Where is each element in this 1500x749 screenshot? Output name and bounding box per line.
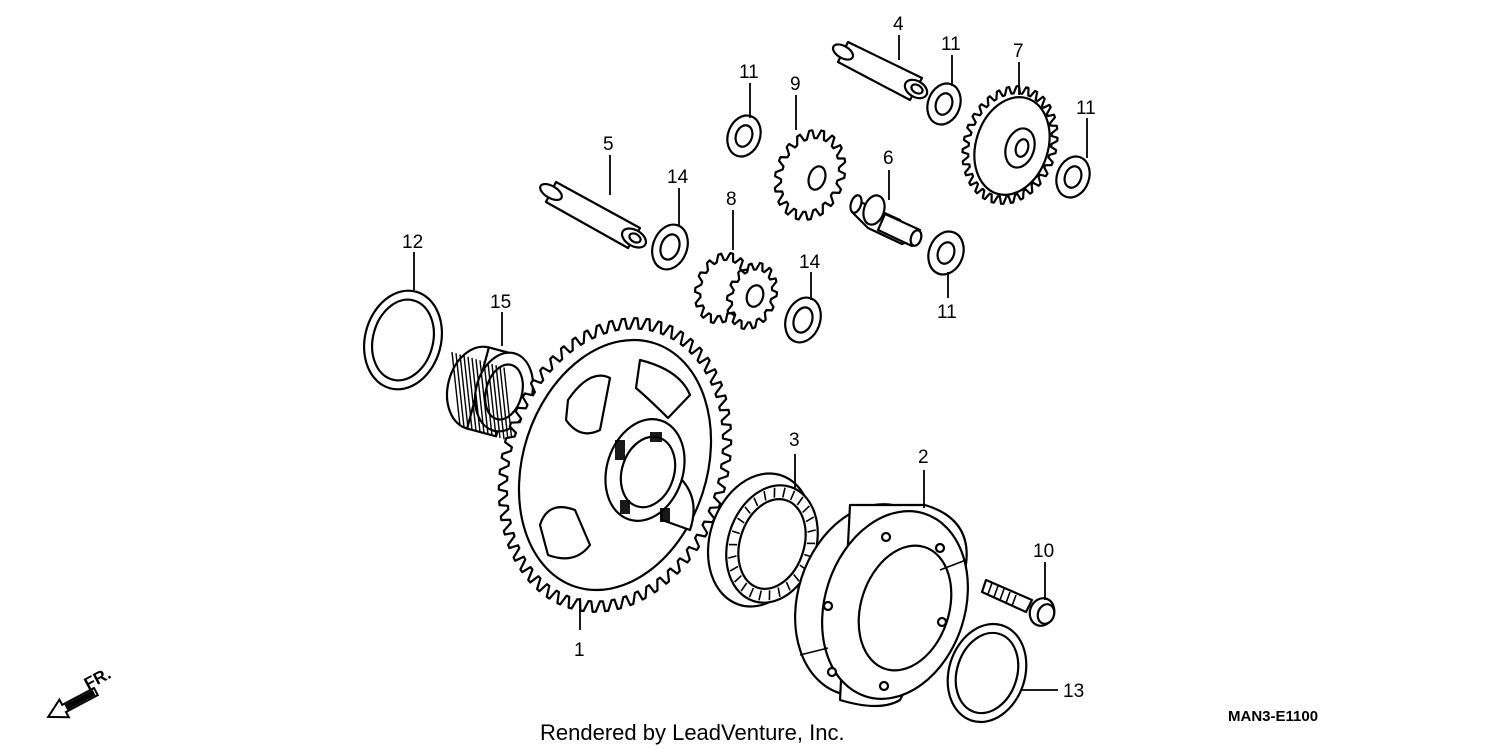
front-label: FR. xyxy=(81,664,114,694)
callout-14-upper: 14 xyxy=(667,167,689,188)
callouts: 1 2 3 4 5 6 7 8 9 10 11 11 11 11 12 13 1… xyxy=(402,14,1096,702)
callout-15: 15 xyxy=(490,292,511,313)
render-credit: Rendered by LeadVenture, Inc. xyxy=(540,720,845,745)
callout-7: 7 xyxy=(1013,41,1024,62)
callout-1: 1 xyxy=(574,640,585,661)
front-direction-indicator: FR. xyxy=(46,664,114,719)
washer-part-12[interactable] xyxy=(353,282,452,398)
washer-part-14-upper[interactable] xyxy=(646,220,694,275)
callout-4: 4 xyxy=(893,14,904,35)
callout-13: 13 xyxy=(1063,681,1084,702)
one-way-clutch-part-3[interactable] xyxy=(691,460,832,620)
driven-gear-part-1[interactable] xyxy=(488,315,742,615)
callout-12: 12 xyxy=(402,232,423,253)
callout-11-lower: 11 xyxy=(937,302,957,323)
idle-gear-part-9[interactable] xyxy=(773,129,847,221)
clutch-outer-part-2[interactable] xyxy=(771,485,991,718)
callout-8: 8 xyxy=(726,189,737,210)
diagram-code: MAN3-E1100 xyxy=(1228,708,1318,725)
front-arrow-icon xyxy=(46,686,100,719)
washer-part-11-upper[interactable] xyxy=(922,79,966,129)
leader-lines xyxy=(413,35,1088,691)
bolt-part-10[interactable] xyxy=(980,578,1058,629)
washer-part-13[interactable] xyxy=(935,614,1038,733)
shaft-part-4[interactable] xyxy=(830,40,930,102)
callout-10: 10 xyxy=(1033,541,1054,562)
washer-part-14-lower[interactable] xyxy=(779,293,827,348)
callout-11-right: 11 xyxy=(1076,98,1096,119)
idle-gear-part-8[interactable] xyxy=(693,252,779,331)
callout-11-upper: 11 xyxy=(941,34,961,55)
callout-14-lower: 14 xyxy=(799,252,821,273)
callout-5: 5 xyxy=(603,134,614,155)
callout-6: 6 xyxy=(883,148,894,169)
callout-9: 9 xyxy=(790,74,801,95)
shaft-part-5[interactable] xyxy=(538,180,650,252)
washer-part-11-right[interactable] xyxy=(1051,152,1095,202)
gear-shaft-part-6[interactable] xyxy=(848,193,923,248)
callout-2: 2 xyxy=(918,447,929,468)
washer-part-11-lower[interactable] xyxy=(923,227,970,280)
washer-part-11-left[interactable] xyxy=(722,111,766,161)
callout-11-left: 11 xyxy=(739,62,759,83)
callout-3: 3 xyxy=(789,430,800,451)
reduction-gear-part-7[interactable] xyxy=(961,85,1061,205)
